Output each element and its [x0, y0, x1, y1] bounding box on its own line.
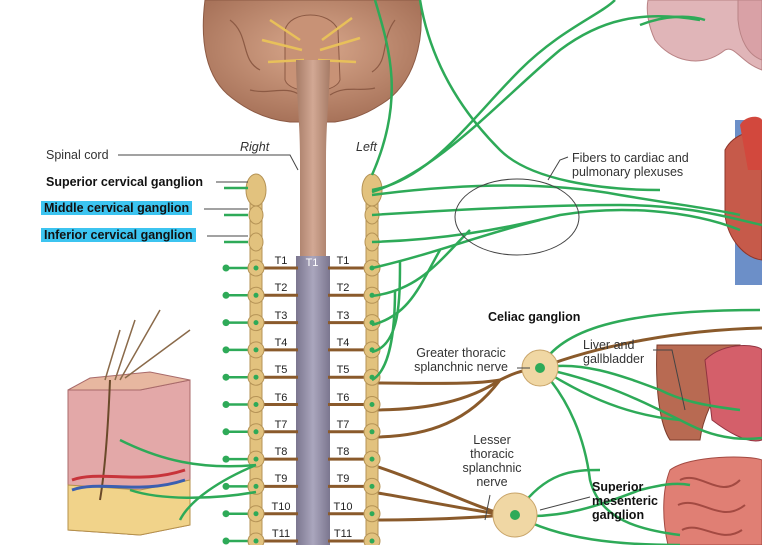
segment-label-left-t2: T2	[336, 282, 350, 295]
segment-label-left-t7: T7	[336, 418, 350, 431]
intestine	[663, 456, 762, 546]
celiac-node	[535, 363, 545, 373]
label-greater-splanchnic: Greater thoracic splanchnic nerve	[414, 346, 508, 374]
cardiac-fibers-outline	[454, 178, 580, 256]
spinal-cord	[296, 60, 330, 260]
segment-label-right-t7: T7	[274, 418, 288, 431]
liver	[656, 344, 762, 442]
label-superior-cervical-ganglion: Superior cervical ganglion	[46, 175, 203, 189]
mesenteric-node	[510, 510, 520, 520]
label-spinal-cord: Spinal cord	[46, 148, 109, 162]
segment-label-right-t9: T9	[274, 473, 288, 486]
segment-label-left-t3: T3	[336, 309, 350, 322]
segment-rows	[222, 186, 381, 550]
segment-label-left-t5: T5	[336, 364, 350, 377]
label-inferior-cervical-ganglion: Inferior cervical ganglion	[41, 228, 196, 242]
segment-row-t10	[222, 505, 381, 523]
segment-label-right-t11: T11	[271, 528, 291, 540]
segment-label-right-t3: T3	[274, 309, 288, 322]
label-middle-cervical-ganglion: Middle cervical ganglion	[41, 201, 193, 215]
leader-lines	[118, 154, 686, 521]
skin-section	[67, 309, 191, 536]
segment-row-t6	[222, 396, 381, 413]
segment-row-t8	[222, 450, 381, 468]
segment-label-left-t8: T8	[336, 446, 350, 459]
segment-label-right-t5: T5	[274, 364, 288, 377]
label-lesser-splanchnic: Lesser thoracic splanchnic nerve	[462, 433, 522, 489]
segment-label-left-t10: T10	[333, 500, 353, 513]
segment-label-right-t2: T2	[274, 282, 288, 295]
heart	[724, 116, 762, 285]
splanchnic-nerves	[371, 326, 762, 522]
label-celiac-ganglion: Celiac ganglion	[488, 310, 581, 324]
segment-label-right-t8: T8	[274, 446, 288, 459]
segment-row-t3	[222, 314, 381, 332]
segment-label-left-t1: T1	[336, 255, 350, 267]
segment-label-left-t4: T4	[336, 336, 350, 349]
segment-label-left-t6: T6	[336, 391, 350, 404]
segment-label-right-t1: T1	[274, 255, 288, 267]
spinal-cord-thoracic	[296, 256, 330, 545]
label-left: Left	[356, 140, 377, 154]
lung	[646, 0, 762, 71]
segment-label-left-t9: T9	[336, 473, 350, 486]
segment-row-t9	[222, 477, 381, 495]
segment-label-right-t10: T10	[271, 500, 291, 513]
segment-row-t5	[222, 368, 381, 386]
segment-row-t7	[222, 423, 381, 441]
label-t1-cord: T1	[305, 257, 319, 269]
label-liver: Liver and gallbladder	[583, 338, 645, 366]
segment-row-t4	[222, 341, 381, 359]
cardiac-pulmonary-fibers	[370, 0, 762, 382]
segment-label-right-t6: T6	[274, 391, 288, 404]
label-fibers-cardiac: Fibers to cardiac and pulmonary plexuses	[572, 151, 689, 179]
segment-label-left-t11: T11	[333, 528, 353, 540]
segment-label-right-t4: T4	[274, 336, 288, 349]
label-superior-mesenteric: Superior mesenteric ganglion	[592, 480, 659, 522]
label-right: Right	[240, 140, 270, 154]
segment-row-t1	[222, 259, 381, 277]
